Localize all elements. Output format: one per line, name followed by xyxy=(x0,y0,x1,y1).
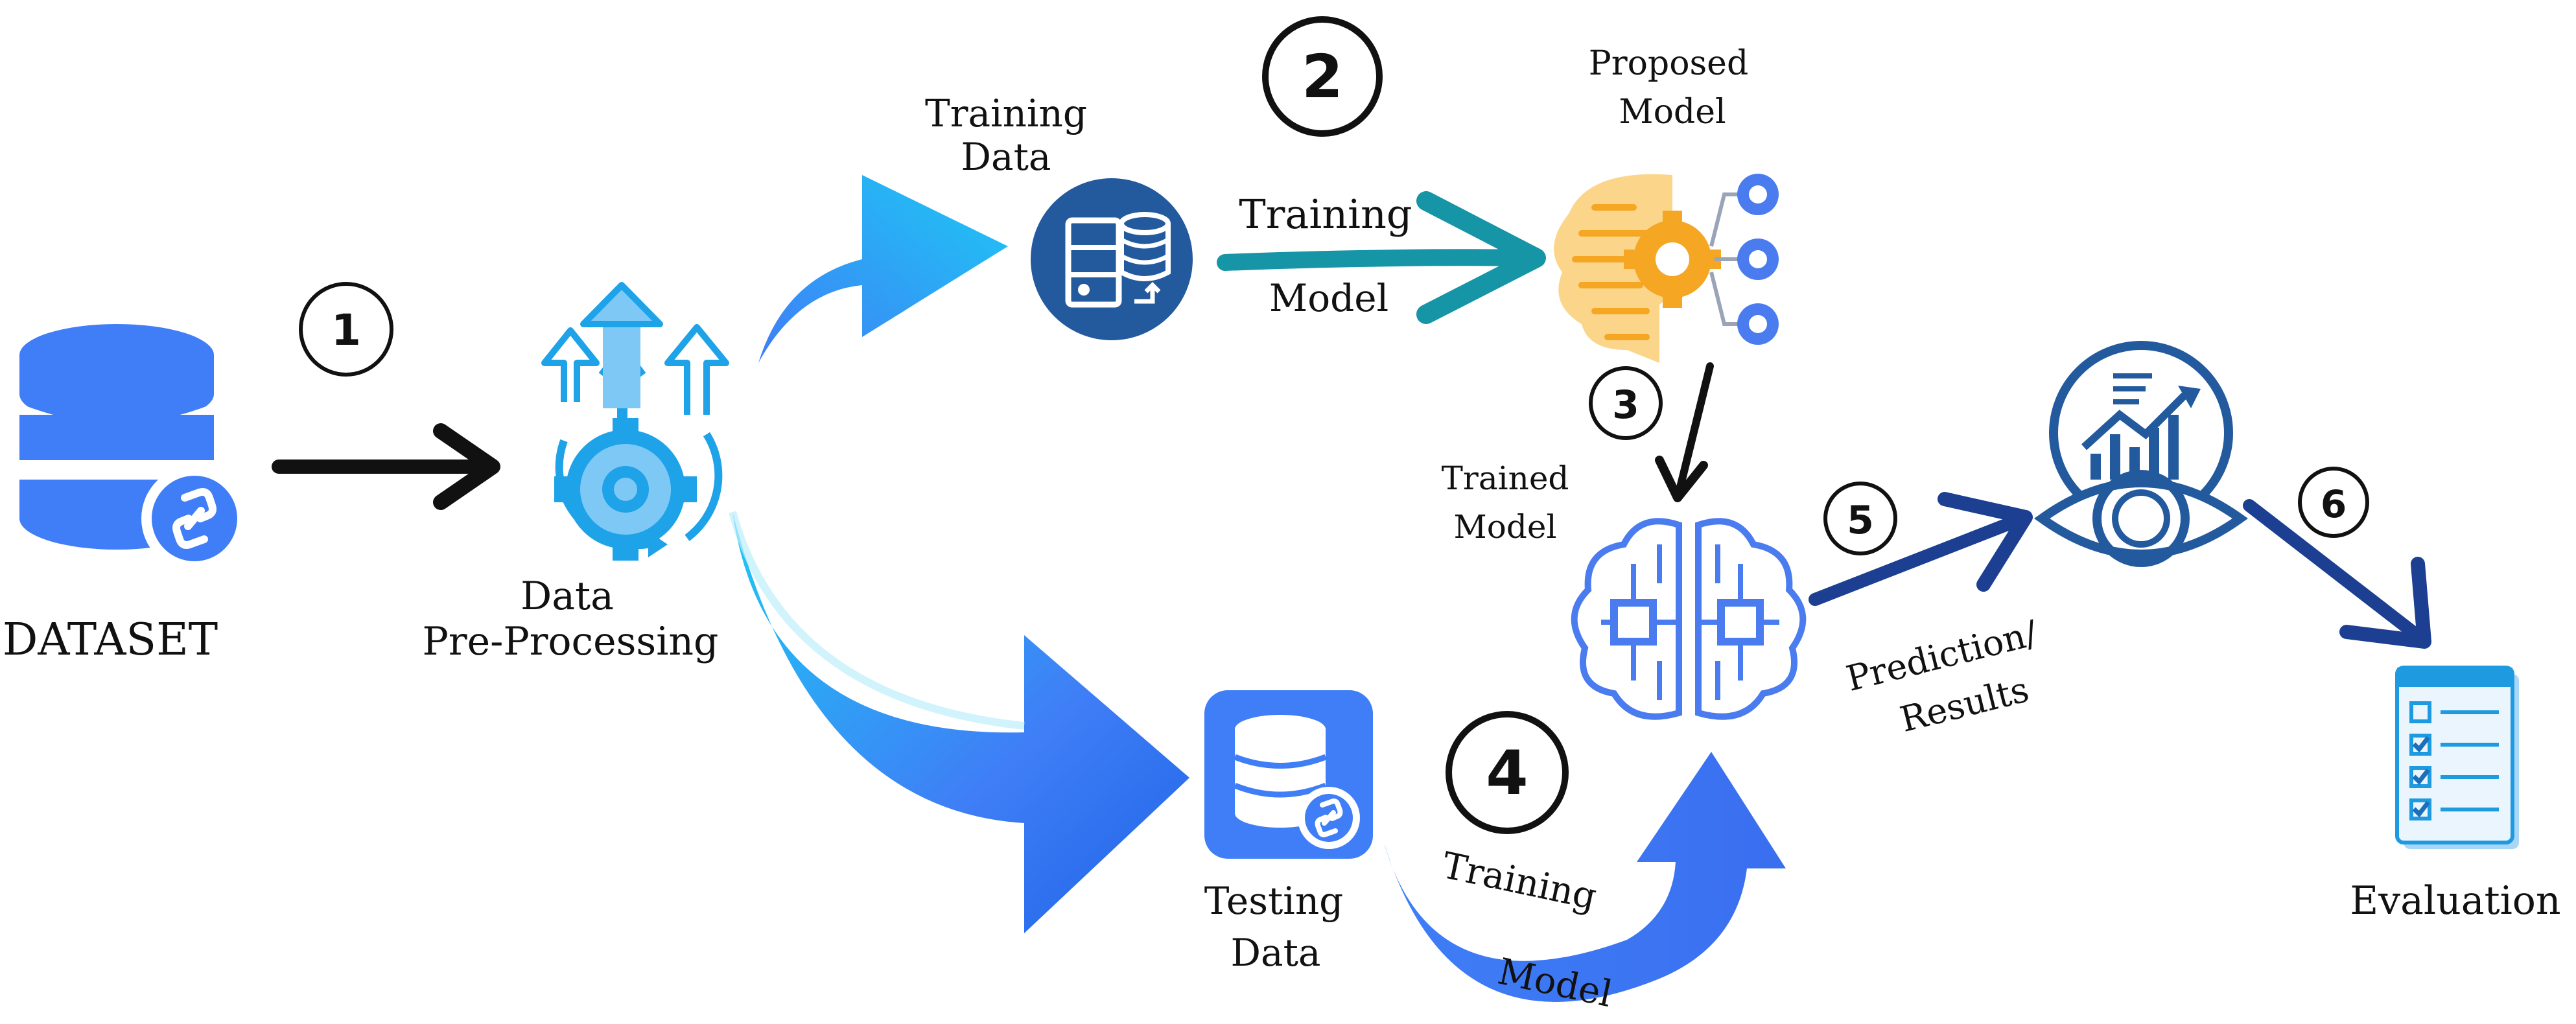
proposed-model-label-line1: Proposed xyxy=(1589,44,1749,83)
step-6-badge: 6 xyxy=(2298,467,2369,538)
arrow-dataset-to-preprocessing xyxy=(272,423,500,510)
step-2-badge: 2 xyxy=(1262,16,1383,137)
training-model-top-label-line1: Training xyxy=(1239,191,1412,238)
evaluation-checklist-icon xyxy=(2395,666,2519,849)
trained-model-label-line2: Model xyxy=(1454,508,1557,546)
training-data-label-line1: Training xyxy=(925,91,1087,135)
svg-text:5: 5 xyxy=(1847,498,1874,543)
arrow-preprocessing-to-training-data xyxy=(758,175,1008,363)
proposed-model-ai-icon xyxy=(1554,174,1779,363)
dataset-database-icon xyxy=(18,324,248,572)
svg-text:2: 2 xyxy=(1302,42,1343,111)
preprocessing-label-line2: Pre-Processing xyxy=(423,619,719,664)
step-4-badge: 4 xyxy=(1446,711,1569,834)
evaluation-label: Evaluation xyxy=(2350,878,2560,924)
testing-data-database-icon xyxy=(1204,690,1373,859)
trained-model-label-line1: Trained xyxy=(1442,460,1569,497)
testing-data-label-line2: Data xyxy=(1231,931,1321,975)
preprocessing-label-line1: Data xyxy=(521,574,614,619)
training-data-label-line2: Data xyxy=(961,135,1051,179)
arrow-training-data-to-proposed-model xyxy=(1217,191,1546,324)
svg-text:3: 3 xyxy=(1612,382,1639,428)
results-eye-chart-icon xyxy=(2034,341,2248,567)
proposed-model-label-line2: Model xyxy=(1619,93,1726,132)
svg-text:6: 6 xyxy=(2321,482,2347,526)
arrow-trained-model-to-results xyxy=(1809,492,2033,606)
step-3-badge: 3 xyxy=(1589,366,1663,440)
step-1-badge: 1 xyxy=(299,282,393,377)
training-data-server-icon xyxy=(1031,178,1193,340)
trained-model-brain-icon xyxy=(1571,518,1807,720)
arrow-proposed-to-trained-model xyxy=(1655,362,1714,502)
testing-data-label-line1: Testing xyxy=(1204,879,1344,923)
step-5-badge: 5 xyxy=(1823,482,1897,555)
training-model-bottom-label-line1: Training xyxy=(1438,844,1600,918)
dataset-label: DATASET xyxy=(3,614,218,666)
arrow-testing-data-to-trained-model xyxy=(1384,752,1786,1002)
training-model-top-label-line2: Model xyxy=(1269,276,1388,320)
arrow-preprocessing-to-testing-data xyxy=(729,511,1189,933)
preprocessing-gear-arrows-icon xyxy=(541,282,729,561)
svg-text:1: 1 xyxy=(331,305,361,355)
svg-text:4: 4 xyxy=(1486,738,1528,809)
arrow-results-to-evaluation xyxy=(2243,499,2431,649)
